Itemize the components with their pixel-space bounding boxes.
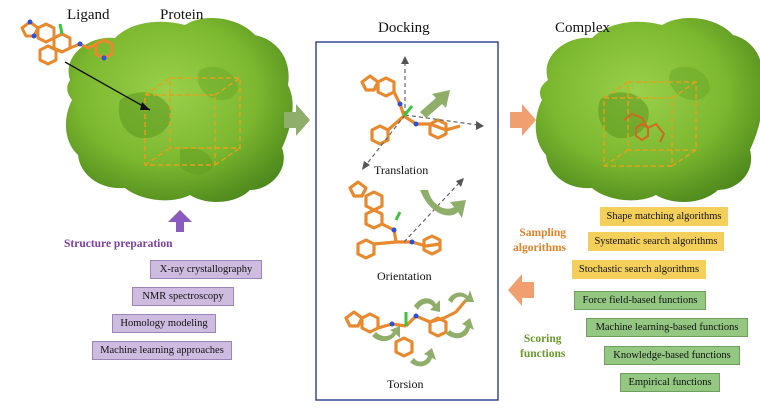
binding-box-complex [603,81,697,167]
score-force-field: Force field-based functions [574,291,706,310]
translation-halogen [402,105,414,117]
step-translation-label: Translation [374,163,429,177]
scoring-heading-line1: Scoring [523,333,562,345]
orientation-axis-arrowhead [456,178,464,187]
protein-title: Protein [160,7,204,23]
score-empirical: Empirical functions [620,373,720,392]
algo-shape-matching: Shape matching algorithms [600,207,728,226]
sampling-heading-line1: Sampling [519,227,567,239]
arrow-to-docking [284,104,310,136]
translation-arrows [365,62,479,166]
translation-direction-arrow [420,90,450,118]
scoring-heading-line2: functions [520,348,566,360]
ligand-heteroatoms [27,19,107,61]
complex-title: Complex [555,20,610,36]
scoring-functions-heading: Scoring functions [520,332,565,362]
translation-arrowheads [362,56,484,170]
docking-panel [315,41,499,401]
torsion-rotation-arrows [372,290,474,367]
ligand-pointer-arrowhead [140,102,150,110]
torsion-atom [413,313,419,319]
docking-title: Docking [378,20,430,36]
algo-systematic-search: Systematic search algorithms [588,232,724,251]
score-machine-learning: Machine learning-based functions [586,318,748,337]
method-homology: Homology modeling [112,314,216,333]
arrow-to-complex [510,104,536,136]
structure-preparation-heading: Structure preparation [64,238,173,250]
algo-stochastic-search: Stochastic search algorithms [572,260,706,279]
sampling-algorithms-heading: Sampling algorithms [513,226,566,256]
orientation-atom [391,227,397,233]
translation-atom [413,121,419,127]
binding-box-left [144,77,241,166]
sampling-heading-line2: algorithms [513,242,567,254]
ligand-title: Ligand [67,7,110,23]
protein-surface-complex [535,18,760,202]
orientation-halogen [394,211,402,221]
ligand-pointer-arrow [64,61,151,111]
score-knowledge-based: Knowledge-based functions [604,346,740,365]
method-machine-learning: Machine learning approaches [92,341,232,360]
arrow-to-docking-from-methods [508,274,534,306]
bound-ligand [623,112,666,143]
method-xray: X-ray crystallography [150,260,262,279]
orientation-atom [409,239,415,245]
torsion-atom [389,321,395,327]
step-orientation-label: Orientation [377,269,432,283]
method-nmr: NMR spectroscopy [132,287,234,306]
protein-surface-left [65,17,293,202]
arrow-structure-prep [168,210,192,232]
rotation-arrow [420,190,466,218]
translation-atom [397,101,403,107]
step-torsion-label: Torsion [387,377,424,391]
